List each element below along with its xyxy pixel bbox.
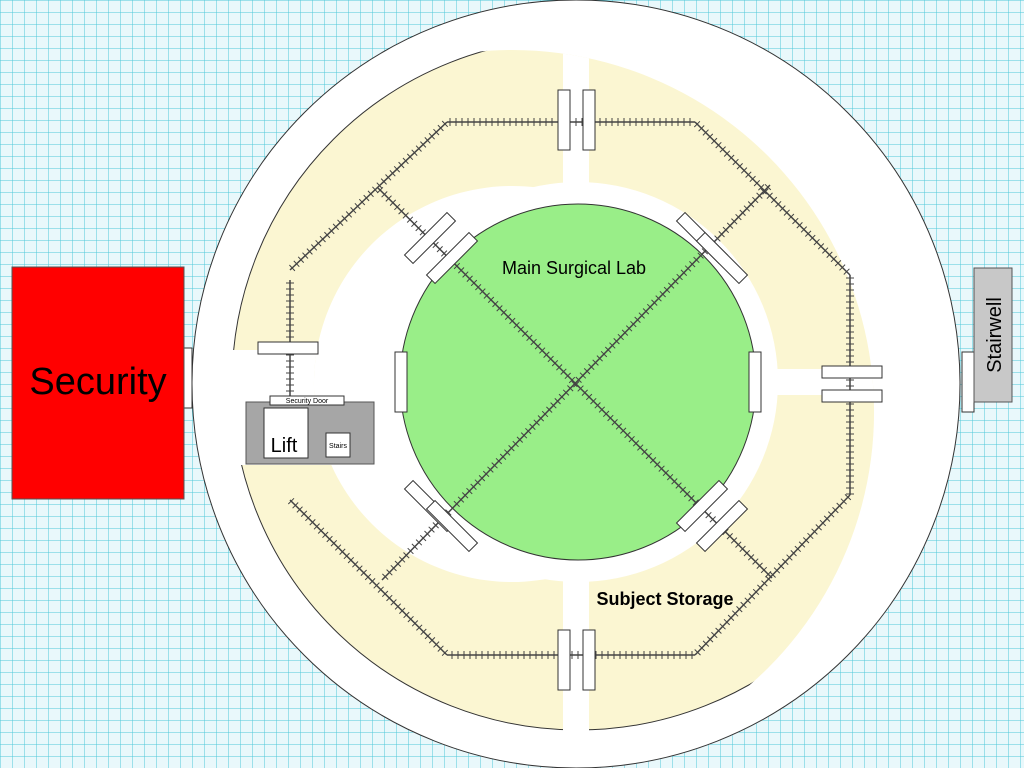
north-door-right[interactable] xyxy=(582,89,596,151)
lab-label: Main Surgical Lab xyxy=(502,258,646,278)
lab-door-west[interactable] xyxy=(394,351,408,413)
stairwell-label: Stairwell xyxy=(984,297,1006,373)
track-segment xyxy=(289,120,449,272)
stairs[interactable] xyxy=(325,432,351,458)
track-segment xyxy=(447,118,695,126)
north-door-left[interactable] xyxy=(557,89,571,151)
nw-lab-door-a[interactable] xyxy=(403,211,457,265)
stairwell-room[interactable] xyxy=(973,267,1013,403)
stairwell-door[interactable] xyxy=(961,351,975,413)
track-segment xyxy=(287,497,449,657)
security-door-panel[interactable] xyxy=(269,395,345,406)
lift[interactable] xyxy=(263,407,309,459)
sw-lab-door-b[interactable] xyxy=(425,499,479,553)
security-door-label: Security Door xyxy=(286,398,329,405)
east-door-bottom[interactable] xyxy=(821,389,883,403)
south-door-left[interactable] xyxy=(557,629,571,691)
stairs-label: Stairs xyxy=(329,443,347,450)
nw-lab-door-b[interactable] xyxy=(425,231,479,285)
south-door-right[interactable] xyxy=(582,629,596,691)
lift-label: Lift xyxy=(271,435,298,457)
security-room[interactable] xyxy=(11,266,185,500)
lift-block: Lift Stairs Security Door xyxy=(245,395,375,465)
track-segment xyxy=(693,120,851,276)
track-segment xyxy=(694,494,852,656)
se-lab-door-b[interactable] xyxy=(695,499,749,553)
ne-lab-door-b[interactable] xyxy=(695,231,749,285)
se-lab-door-a[interactable] xyxy=(675,479,729,533)
storage-label: Subject Storage xyxy=(596,589,733,609)
security-label: Security xyxy=(29,361,166,403)
lab-door-east[interactable] xyxy=(748,351,762,413)
east-door-top[interactable] xyxy=(821,365,883,379)
west-room-door[interactable] xyxy=(257,341,319,355)
